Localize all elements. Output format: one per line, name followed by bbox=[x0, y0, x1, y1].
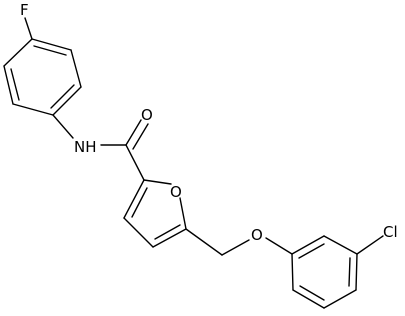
bond bbox=[70, 49, 82, 88]
bond bbox=[12, 103, 54, 116]
bond-c-f bbox=[24, 17, 33, 40]
bond bbox=[291, 253, 294, 291]
furan-oxygen-label: O bbox=[170, 183, 182, 201]
carbonyl-oxygen-label: O bbox=[141, 106, 153, 124]
bond-c-o bbox=[143, 179, 172, 185]
fluorine-label: F bbox=[20, 1, 29, 19]
fluorophenyl-ring bbox=[3, 17, 82, 116]
ether-oxygen-label: O bbox=[251, 226, 263, 244]
double-bond-c-o bbox=[132, 123, 149, 150]
bond bbox=[123, 179, 145, 219]
double-bond-inner bbox=[154, 224, 181, 240]
bond bbox=[323, 289, 357, 309]
bond-c-n bbox=[52, 114, 74, 139]
bond bbox=[52, 86, 82, 116]
bond bbox=[3, 38, 33, 67]
bond-c-furan bbox=[125, 144, 145, 181]
bond bbox=[123, 217, 154, 248]
double-bond-inner bbox=[298, 243, 325, 259]
bond bbox=[355, 253, 358, 291]
amide-group bbox=[52, 114, 149, 181]
bond-c-o bbox=[125, 119, 142, 146]
bond-ch2-o bbox=[221, 239, 250, 256]
double-bond-inner bbox=[348, 257, 351, 287]
double-bond-inner bbox=[299, 285, 325, 301]
double-bond-inner bbox=[50, 84, 75, 109]
methyleneoxy-linker bbox=[185, 228, 293, 256]
double-bond-inner bbox=[10, 68, 20, 101]
bond bbox=[323, 235, 358, 255]
bond-o-aryl bbox=[265, 237, 293, 255]
bond-c-cl bbox=[356, 235, 384, 255]
double-bond-inner bbox=[131, 187, 148, 218]
bond bbox=[292, 289, 325, 309]
chlorophenyl-ring bbox=[291, 235, 384, 309]
bond bbox=[3, 65, 14, 105]
bond-c-ch2 bbox=[185, 228, 223, 256]
furan-ring bbox=[123, 179, 187, 248]
bond bbox=[291, 235, 325, 255]
bond bbox=[31, 38, 72, 51]
amide-nitrogen-label: NH bbox=[74, 138, 97, 156]
chlorine-label: Cl bbox=[383, 223, 398, 241]
double-bond-inner bbox=[33, 45, 67, 56]
bond-o-c bbox=[179, 197, 187, 230]
bond bbox=[152, 228, 187, 248]
